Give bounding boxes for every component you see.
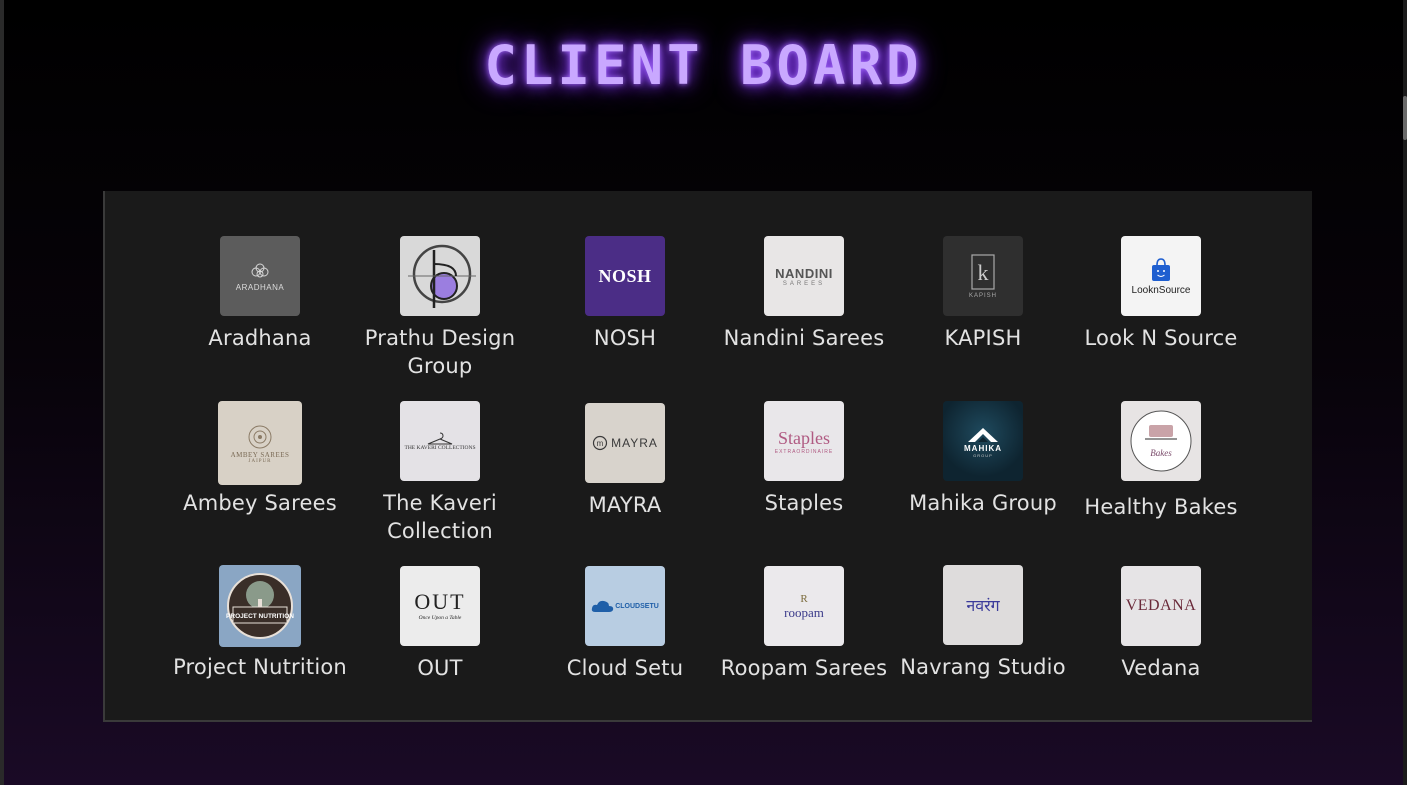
shopping-bag-icon	[1152, 257, 1170, 281]
cake-stand-icon: Bakes	[1130, 410, 1192, 472]
client-logo: LooknSource	[1121, 236, 1201, 316]
client-logo: AMBEY SAREES JAIPUR	[218, 401, 302, 485]
logo-text: PROJECT NUTRITION	[226, 613, 294, 620]
client-card-roopam[interactable]: R roopam Roopam Sarees	[709, 566, 899, 682]
logo-text: roopam	[784, 605, 824, 620]
logo-text: CLOUDSETU	[615, 602, 659, 610]
client-card-kapish[interactable]: k KAPISH KAPISH	[888, 236, 1078, 352]
logo-subtext: GROUP	[973, 453, 993, 458]
client-card-cloudsetu[interactable]: CLOUDSETU Cloud Setu	[530, 566, 720, 682]
logo-text: OUT	[414, 589, 466, 614]
logo-text: LooknSource	[1131, 284, 1191, 296]
client-logo: VEDANA	[1121, 566, 1201, 646]
window-left-edge	[0, 0, 4, 785]
client-logo	[400, 236, 480, 316]
client-logo: MAHIKA GROUP	[943, 401, 1023, 481]
client-card-kaveri[interactable]: THE KAVERI COLLECTIONS The Kaveri Collec…	[345, 401, 535, 545]
logo-subtext: JAIPUR	[248, 458, 272, 464]
client-card-aradhana[interactable]: ARADHANA Aradhana	[165, 236, 355, 352]
client-name: Roopam Sarees	[720, 656, 888, 680]
client-logo: CLOUDSETU	[585, 566, 665, 646]
client-card-navrang[interactable]: नवरंग Navrang Studio	[888, 565, 1078, 681]
client-logo: PROJECT NUTRITION	[219, 565, 301, 647]
client-name: NOSH	[593, 326, 657, 350]
logo-text: MAHIKA	[964, 444, 1002, 453]
logo-text: VEDANA	[1125, 597, 1197, 614]
circle-p-icon	[408, 244, 476, 308]
client-name: OUT	[417, 656, 463, 680]
logo-text: Staples	[778, 427, 830, 448]
lotus-icon: ARADHANA	[236, 263, 285, 292]
svg-text:R: R	[800, 593, 808, 605]
logo-text: AMBEY SAREES	[230, 450, 290, 459]
logo-text: ARADHANA	[236, 283, 285, 292]
cloud-icon	[592, 600, 614, 612]
client-logo: Bakes	[1121, 401, 1201, 481]
scrollbar-track[interactable]	[1403, 0, 1407, 785]
client-card-nosh[interactable]: NOSH NOSH	[530, 236, 720, 352]
client-name: Nandini Sarees	[723, 326, 885, 350]
client-name: KAPISH	[944, 326, 1022, 350]
tree-icon: PROJECT NUTRITION	[226, 573, 294, 639]
mandala-icon	[248, 425, 272, 448]
client-name: Mahika Group	[909, 491, 1057, 515]
logo-text: KAPISH	[968, 293, 997, 299]
client-name: Look N Source	[1084, 326, 1238, 350]
rs-monogram-icon: R	[800, 593, 808, 605]
client-card-mayra[interactable]: m MAYRA MAYRA	[530, 401, 720, 519]
client-board: ARADHANA Aradhana Prathu Design Group NO…	[103, 191, 1312, 722]
client-name: Prathu Design Group	[364, 326, 516, 378]
logo-subtext: Once Upon a Table	[418, 615, 462, 621]
client-card-nandini[interactable]: NANDINI SAREES Nandini Sarees	[709, 236, 899, 352]
client-card-staples[interactable]: Staples EXTRAORDINAIRE Staples	[709, 401, 899, 517]
client-logo: नवरंग	[943, 565, 1023, 645]
client-logo: m MAYRA	[585, 403, 665, 483]
client-logo: k KAPISH	[943, 236, 1023, 316]
m-circle-icon: m	[592, 435, 608, 451]
client-card-mahika[interactable]: MAHIKA GROUP Mahika Group	[888, 401, 1078, 517]
logo-text: NOSH	[598, 265, 652, 286]
client-card-healthybakes[interactable]: Bakes Healthy Bakes	[1066, 401, 1256, 521]
mahika-m-icon	[968, 428, 998, 442]
logo-text: Bakes	[1150, 448, 1172, 458]
client-logo: NOSH	[585, 236, 665, 316]
client-name: The Kaveri Collection	[383, 491, 497, 543]
client-logo: THE KAVERI COLLECTIONS	[400, 401, 480, 481]
client-name: Healthy Bakes	[1084, 495, 1238, 519]
logo-subtext: EXTRAORDINAIRE	[774, 448, 834, 455]
client-name: Vedana	[1121, 656, 1201, 680]
client-card-projectnutrition[interactable]: PROJECT NUTRITION Project Nutrition	[165, 565, 355, 681]
k-frame-icon: k	[971, 254, 995, 290]
client-logo: OUT Once Upon a Table	[400, 566, 480, 646]
client-card-looknsource[interactable]: LooknSource Look N Source	[1066, 236, 1256, 352]
client-name: Aradhana	[208, 326, 312, 350]
client-card-out[interactable]: OUT Once Upon a Table OUT	[345, 566, 535, 682]
client-name: MAYRA	[588, 493, 662, 517]
client-card-prathu[interactable]: Prathu Design Group	[345, 236, 535, 380]
client-name: Staples	[764, 491, 844, 515]
client-name: Ambey Sarees	[183, 491, 337, 515]
logo-text: नवरंग	[966, 596, 1000, 615]
page-title: CLIENT BOARD	[484, 34, 923, 97]
svg-text:k: k	[978, 260, 989, 285]
hanger-icon	[427, 432, 453, 445]
client-name: Navrang Studio	[900, 655, 1066, 679]
client-name: Project Nutrition	[173, 655, 347, 679]
client-logo: NANDINI SAREES	[764, 236, 844, 316]
client-card-ambey[interactable]: AMBEY SAREES JAIPUR Ambey Sarees	[165, 401, 355, 517]
logo-subtext: SAREES	[782, 280, 826, 287]
svg-text:m: m	[597, 439, 604, 448]
logo-text: NANDINI	[775, 265, 833, 281]
client-logo: ARADHANA	[220, 236, 300, 316]
client-logo: R roopam	[764, 566, 844, 646]
logo-text: MAYRA	[611, 436, 658, 450]
client-card-vedana[interactable]: VEDANA Vedana	[1066, 566, 1256, 682]
client-name: Cloud Setu	[566, 656, 684, 680]
logo-text: THE KAVERI COLLECTIONS	[404, 445, 476, 451]
client-logo: Staples EXTRAORDINAIRE	[764, 401, 844, 481]
scrollbar-thumb[interactable]	[1403, 96, 1407, 140]
